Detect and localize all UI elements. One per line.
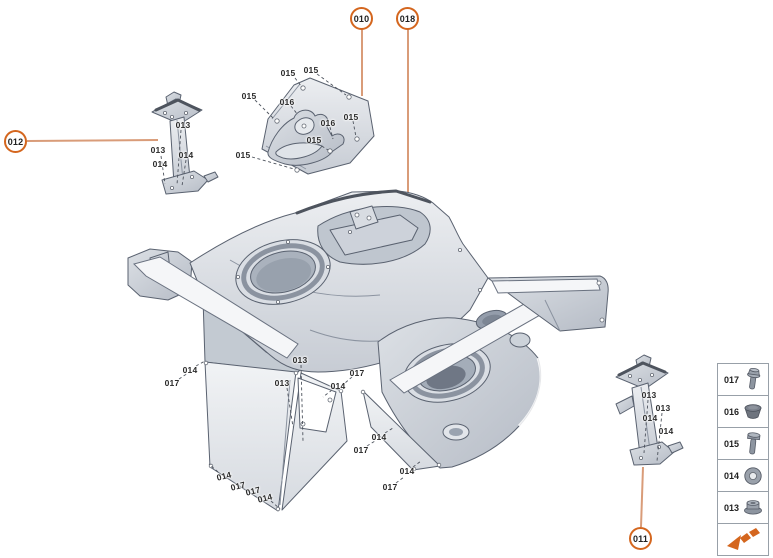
callout-018[interactable]: 018 <box>396 7 419 30</box>
main-body-part <box>127 189 609 512</box>
part-number-label: 013 <box>274 378 290 388</box>
legend-row-014: 014 <box>717 459 769 492</box>
hex-bolt-icon <box>742 367 764 393</box>
part-number-label: 015 <box>306 135 322 145</box>
washer-icon <box>742 465 764 487</box>
part-number-label: 014 <box>371 432 387 442</box>
plug-icon <box>742 401 764 423</box>
part-number-label: 013 <box>175 120 191 130</box>
part-number-label: 013 <box>641 390 657 400</box>
legend-label: 013 <box>724 502 740 513</box>
part-number-label: 016 <box>279 97 295 107</box>
legend-row-016: 016 <box>717 395 769 428</box>
part-number-label: 013 <box>150 145 166 155</box>
part-number-label: 014 <box>152 159 168 169</box>
part-number-label: 017 <box>353 445 369 455</box>
part-number-label: 015 <box>280 68 296 78</box>
part-number-label: 013 <box>655 403 671 413</box>
legend-row-013: 013 <box>717 491 769 524</box>
part-number-label: 015 <box>343 112 359 122</box>
legend-row-015: 015 <box>717 427 769 460</box>
fastener-legend: 017 016 <box>717 363 769 556</box>
legend-label: 016 <box>724 406 740 417</box>
legend-label: 015 <box>724 438 740 449</box>
part-number-label: 014 <box>330 381 346 391</box>
legend-row-direction <box>717 523 769 556</box>
callout-011[interactable]: 011 <box>629 527 652 550</box>
legend-label: 014 <box>724 470 740 481</box>
part-number-label: 015 <box>303 65 319 75</box>
top-cover-part <box>261 77 375 175</box>
callout-010[interactable]: 010 <box>350 7 373 30</box>
callout-lines <box>26 29 644 528</box>
callout-012[interactable]: 012 <box>4 130 27 153</box>
part-leader-lines <box>160 73 663 510</box>
part-number-label: 014 <box>642 413 658 423</box>
part-number-label: 015 <box>235 150 251 160</box>
part-number-label: 017 <box>382 482 398 492</box>
part-number-label: 014 <box>178 150 194 160</box>
flange-nut-icon <box>742 497 764 519</box>
assembly-direction-arrow-icon <box>725 527 763 552</box>
right-bracket-part <box>615 354 684 466</box>
part-number-label: 017 <box>164 378 180 388</box>
round-head-screw-icon <box>742 431 764 457</box>
legend-row-017: 017 <box>717 363 769 396</box>
left-bracket-part <box>151 91 219 195</box>
legend-label: 017 <box>724 374 740 385</box>
part-number-label: 016 <box>320 118 336 128</box>
part-number-label: 014 <box>399 466 415 476</box>
part-number-label: 014 <box>658 426 674 436</box>
part-number-label: 014 <box>182 365 198 375</box>
part-number-label: 013 <box>292 355 308 365</box>
part-number-label: 017 <box>349 368 365 378</box>
part-number-label: 015 <box>241 91 257 101</box>
